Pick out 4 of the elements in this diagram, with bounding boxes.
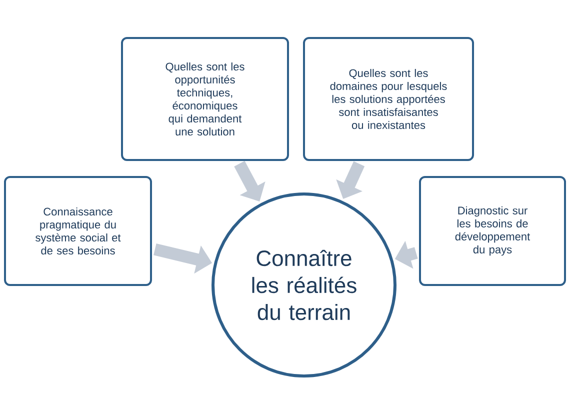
question-box: Connaissance pragmatique du système social et de ses besoins bbox=[4, 176, 152, 286]
question-box: Diagnostic sur les besoins de développement du pays bbox=[419, 176, 566, 286]
question-box: Quelles sont les opportunités techniques, économiques qui demandent une solution bbox=[121, 37, 289, 161]
question-box: Quelles sont les domaines pour lesquels les solutions apportées sont insatisfaisantes ou inexistantes bbox=[303, 37, 474, 161]
